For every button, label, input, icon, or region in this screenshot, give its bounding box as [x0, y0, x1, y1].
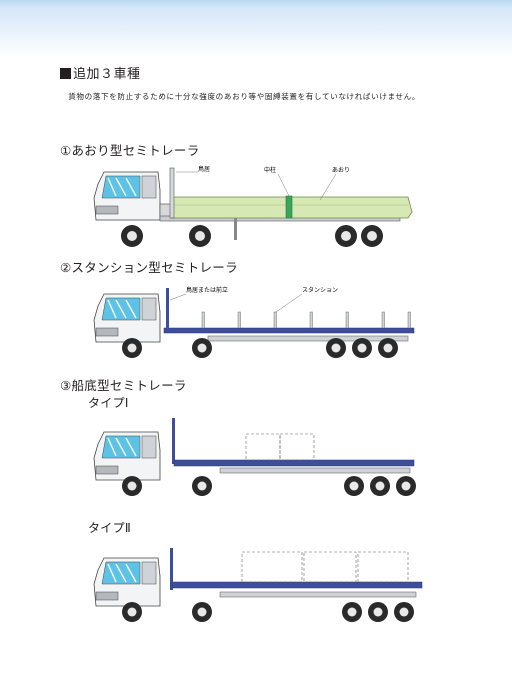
- label-torii-front: 鳥居または前立: [186, 286, 228, 294]
- page-heading: 追加３車種: [60, 63, 141, 82]
- truck-cab: [93, 171, 173, 221]
- front-post: [172, 418, 175, 464]
- truck-cab: [93, 293, 161, 343]
- cargo-outline: [245, 433, 315, 461]
- aori-trailer-figure: 鳥居 中柱 あおり: [93, 165, 413, 247]
- flat-deck: [163, 327, 415, 334]
- section-title-aori: ①あおり型セミトレーラ: [60, 143, 200, 158]
- deck: [173, 459, 415, 467]
- deck: [171, 581, 423, 589]
- type-1-label: タイプⅠ: [88, 396, 129, 410]
- front-post: [170, 548, 173, 590]
- page-title: 追加３車種: [73, 67, 141, 82]
- stanchion-posts: [201, 311, 411, 329]
- label-torii: 鳥居: [198, 165, 210, 173]
- label-nakabashira: 中柱: [264, 166, 276, 174]
- funazoko-type1-figure: [93, 418, 416, 496]
- torii-post: [169, 167, 175, 219]
- label-aori: あおり: [332, 167, 350, 174]
- square-bullet-icon: [60, 68, 71, 79]
- front-post: [166, 288, 169, 330]
- truck-cab: [93, 431, 161, 481]
- cargo-outline: [241, 551, 409, 583]
- center-pillar: [285, 195, 293, 219]
- header-band: [0, 0, 512, 58]
- truck-cab: [93, 557, 161, 607]
- type-2-label: タイプⅡ: [88, 521, 132, 535]
- section-title-stanchion: ②スタンション型セミトレーラ: [60, 260, 238, 275]
- label-stanchion: スタンション: [302, 286, 338, 294]
- stanchion-trailer-figure: 鳥居または前立 スタンション: [93, 286, 415, 358]
- section-title-funazoko: ③船底型セミトレーラ: [60, 378, 187, 393]
- funazoko-type2-figure: [93, 548, 423, 622]
- intro-paragraph: 貨物の落下を防止するために十分な強度のあおり等や固縛装置を有していなければいけま…: [60, 92, 421, 101]
